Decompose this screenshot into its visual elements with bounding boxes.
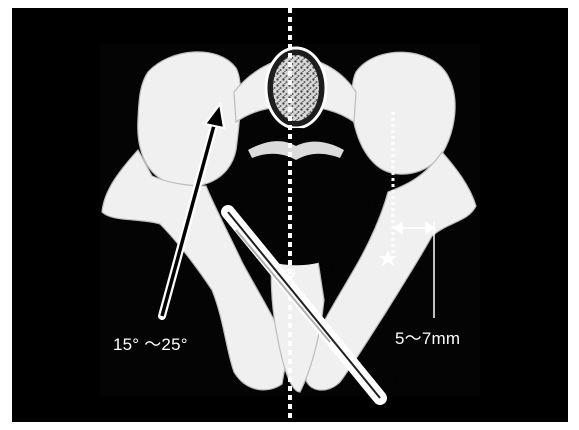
distance-range-label: 5～7mm bbox=[395, 324, 460, 349]
angle-range-label: 15° ～25° bbox=[113, 330, 188, 355]
